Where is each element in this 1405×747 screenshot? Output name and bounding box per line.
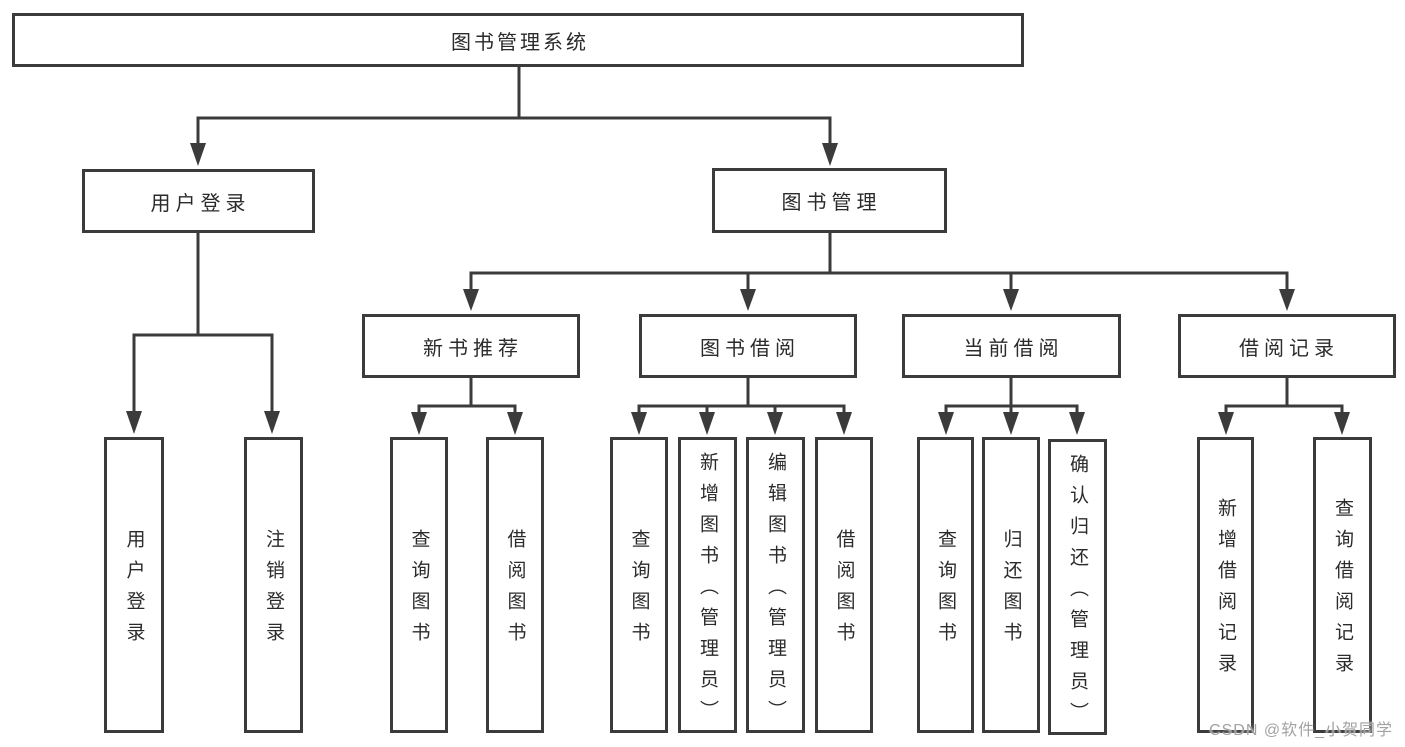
leaf-borrow-books: 借阅图书 [815, 437, 873, 733]
node-label: 新书推荐 [423, 337, 523, 360]
connector-user-login-children [126, 233, 280, 434]
connector-borrow-records-children [1218, 378, 1350, 435]
leaf-logout: 注销登录 [244, 437, 303, 733]
leaf-query-books: 查询图书 [390, 437, 448, 733]
arrowhead-icon [264, 411, 280, 434]
node-library-management-system: 图书管理系统 [12, 13, 1024, 67]
node-label: 图书管理系统 [451, 31, 589, 54]
arrowhead-icon [1003, 412, 1019, 435]
connector-book-management-sections [463, 233, 1295, 311]
node-borrowing-records: 借阅记录 [1178, 314, 1396, 378]
connector-new-book-children [411, 378, 523, 435]
arrowhead-icon [126, 411, 142, 434]
node-current-borrowing: 当前借阅 [902, 314, 1121, 378]
leaf-confirm-return-admin: 确认归还（管理员） [1048, 439, 1107, 735]
node-label: 确认归还（管理员） [1067, 453, 1088, 733]
node-label: 查询借阅记录 [1332, 498, 1353, 684]
node-label: 注销登录 [263, 529, 284, 653]
node-label: 借阅图书 [833, 529, 855, 653]
arrowhead-icon [1069, 412, 1085, 435]
node-label: 归还图书 [1000, 529, 1022, 653]
node-label: 查询图书 [935, 529, 956, 653]
leaf-query-books: 查询图书 [610, 437, 668, 733]
leaf-query-books: 查询图书 [917, 437, 974, 733]
node-user-login: 用户登录 [82, 169, 315, 233]
connector-root-to-level2 [190, 67, 838, 166]
arrowhead-icon [463, 289, 479, 311]
node-label: 图书借阅 [700, 337, 800, 360]
node-label: 查询图书 [628, 529, 650, 653]
node-label: 借阅图书 [504, 529, 526, 653]
arrowhead-icon [1003, 289, 1019, 311]
arrowhead-icon [938, 412, 954, 435]
arrowhead-icon [1279, 289, 1295, 311]
arrowhead-icon [1218, 412, 1234, 435]
leaf-user-login: 用户登录 [104, 437, 164, 733]
csdn-watermark: CSDN @软件_小贺同学 [1209, 722, 1393, 739]
leaf-query-borrow-record: 查询借阅记录 [1313, 437, 1372, 733]
arrowhead-icon [836, 412, 852, 435]
node-label: 当前借阅 [963, 337, 1064, 360]
arrowhead-icon [190, 143, 206, 166]
node-label: 图书管理 [781, 192, 882, 214]
arrowhead-icon [822, 143, 838, 166]
arrowhead-icon [767, 412, 783, 435]
arrowhead-icon [740, 289, 756, 311]
arrowhead-icon [699, 412, 715, 435]
leaf-add-borrow-record: 新增借阅记录 [1197, 437, 1254, 733]
connector-current-borrow-children [938, 378, 1085, 435]
node-book-borrowing: 图书借阅 [639, 314, 857, 378]
node-label: 新增借阅记录 [1215, 498, 1236, 684]
arrowhead-icon [1334, 412, 1350, 435]
arrowhead-icon [507, 412, 523, 435]
node-book-management: 图书管理 [712, 168, 947, 233]
node-label: 新增图书（管理员） [697, 451, 718, 731]
node-label: 用户登录 [150, 192, 251, 215]
node-new-book-recommendation: 新书推荐 [362, 314, 580, 378]
leaf-return-books: 归还图书 [982, 437, 1040, 733]
node-label: 用户登录 [123, 529, 145, 653]
connector-book-borrow-children [631, 378, 852, 435]
leaf-add-books-admin: 新增图书（管理员） [678, 437, 737, 733]
arrowhead-icon [631, 412, 647, 435]
node-label: 查询图书 [408, 529, 430, 653]
leaf-borrow-books: 借阅图书 [486, 437, 544, 733]
node-label: 编辑图书（管理员） [765, 451, 786, 731]
leaf-edit-books-admin: 编辑图书（管理员） [746, 437, 805, 733]
arrowhead-icon [411, 412, 427, 435]
node-label: 借阅记录 [1239, 337, 1339, 360]
